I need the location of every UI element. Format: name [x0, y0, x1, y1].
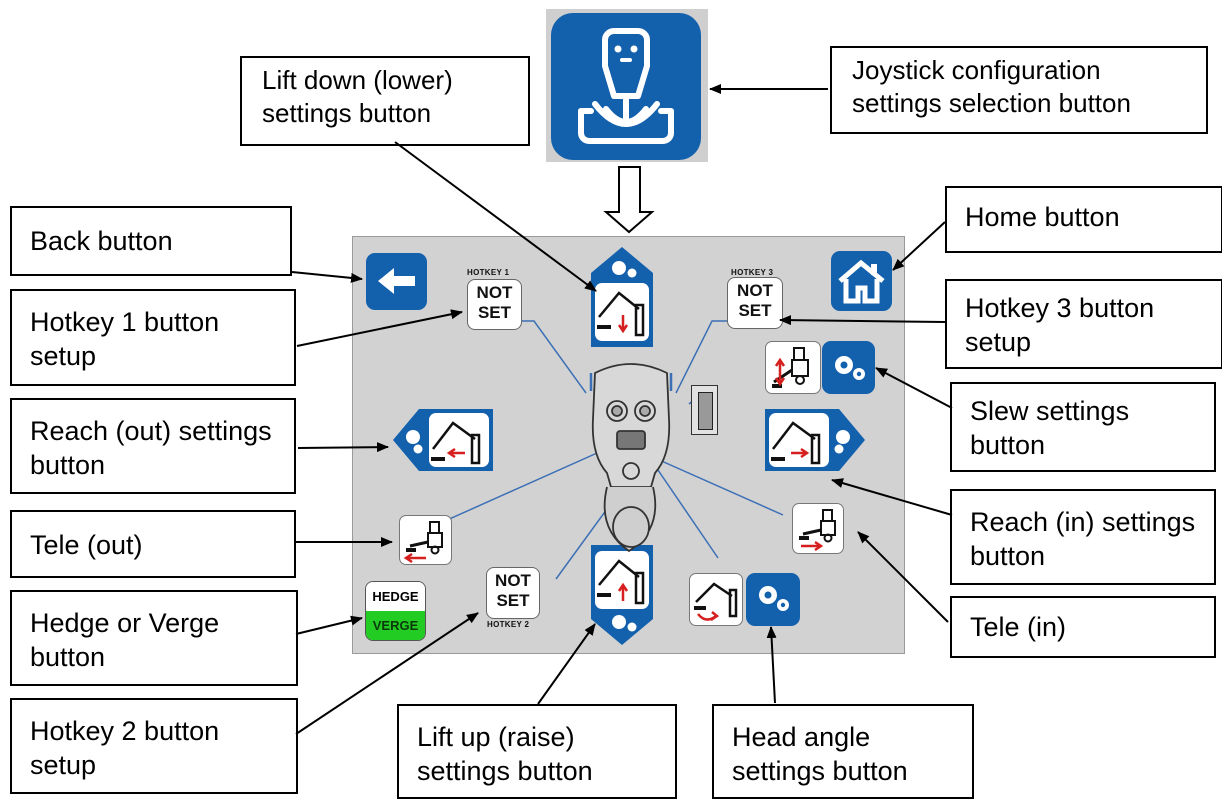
verge-label: VERGE — [366, 611, 425, 640]
head-angle-settings-button[interactable] — [746, 573, 800, 626]
hotkey2-label: HOTKEY 2 — [487, 620, 530, 629]
reach-out-button[interactable] — [391, 407, 495, 473]
callout-slew-text: Slew settings button — [970, 396, 1130, 460]
hotkey3-set: SET — [738, 301, 772, 320]
callout-back: Back button — [10, 206, 292, 276]
tele-in-button[interactable] — [792, 503, 844, 554]
hotkey3-button[interactable]: NOT SET — [727, 277, 783, 329]
lift-up-button[interactable] — [589, 543, 655, 647]
callout-hedge-verge: Hedge or Verge button — [10, 590, 298, 686]
callout-hotkey1-text: Hotkey 1 button setup — [30, 307, 220, 371]
flail-arm-icon — [431, 421, 481, 465]
joystick-grip-icon — [589, 363, 673, 553]
slew-icon-card — [765, 341, 821, 394]
gear-icon — [406, 430, 423, 454]
slew-settings-button[interactable] — [822, 341, 875, 394]
hotkey2-not: NOT — [495, 571, 531, 590]
callout-hotkey2-text: Hotkey 2 button setup — [30, 716, 220, 780]
joystick-config-button[interactable] — [546, 9, 708, 162]
callout-back-text: Back button — [30, 226, 173, 256]
callout-lift-down-text: Lift down (lower) settings button — [262, 65, 453, 128]
callout-reach-in: Reach (in) settings button — [950, 489, 1216, 585]
callout-tele-in-text: Tele (in) — [970, 612, 1067, 642]
gear-icon — [835, 356, 865, 380]
back-button[interactable] — [366, 253, 427, 310]
callout-joystick: Joystick configuration settings selectio… — [830, 46, 1208, 134]
flail-arm-icon — [597, 559, 645, 605]
callout-slew: Slew settings button — [950, 382, 1216, 472]
callout-hotkey2: Hotkey 2 button setup — [10, 698, 298, 794]
callout-joystick-text: Joystick configuration settings selectio… — [852, 55, 1131, 118]
lift-down-button[interactable] — [589, 245, 655, 349]
rocker-switch-icon — [691, 385, 718, 435]
controller-screen: HOTKEY 1 NOT SET HOTKEY 3 NOT SET NOT SE… — [352, 236, 905, 654]
callout-tele-out-text: Tele (out) — [30, 530, 143, 560]
callout-head-angle-text: Head angle settings button — [732, 722, 908, 786]
tractor-icon — [772, 347, 809, 388]
callout-hotkey1: Hotkey 1 button setup — [10, 289, 296, 386]
callout-home-text: Home button — [965, 202, 1120, 232]
callout-home: Home button — [945, 186, 1222, 253]
tractor-icon — [799, 509, 836, 552]
callout-lift-up-text: Lift up (raise) settings button — [417, 722, 593, 786]
hotkey1-set: SET — [477, 303, 512, 322]
hedge-verge-button[interactable]: HEDGE VERGE — [365, 581, 426, 641]
callout-hedge-verge-text: Hedge or Verge button — [30, 608, 220, 672]
gear-icon — [759, 586, 789, 611]
callout-lift-up: Lift up (raise) settings button — [397, 704, 677, 799]
gear-icon — [612, 261, 637, 278]
hotkey3-not: NOT — [737, 281, 773, 300]
hedge-label: HEDGE — [366, 582, 425, 611]
hollow-down-arrow — [603, 166, 655, 234]
callout-tele-in: Tele (in) — [950, 596, 1216, 658]
gear-icon — [612, 615, 637, 632]
hotkey1-button[interactable]: NOT SET — [467, 279, 522, 330]
hotkey1-not: NOT — [476, 283, 513, 302]
home-icon — [838, 259, 885, 304]
flail-arm-icon — [597, 291, 645, 337]
flail-arm-icon — [771, 421, 821, 465]
joystick-icon — [578, 28, 674, 144]
back-arrow-icon — [378, 268, 415, 294]
callout-head-angle: Head angle settings button — [712, 704, 974, 799]
callout-reach-in-text: Reach (in) settings button — [970, 507, 1196, 571]
hotkey3-label: HOTKEY 3 — [731, 268, 774, 277]
callout-hotkey3: Hotkey 3 button setup — [945, 279, 1222, 369]
callout-reach-out-text: Reach (out) settings button — [30, 416, 272, 480]
callout-reach-out: Reach (out) settings button — [10, 398, 296, 494]
tractor-icon — [403, 521, 443, 564]
callout-hotkey3-text: Hotkey 3 button setup — [965, 293, 1155, 357]
hotkey2-button[interactable]: NOT SET — [486, 567, 540, 619]
hotkey1-label: HOTKEY 1 — [467, 268, 510, 277]
callout-lift-down: Lift down (lower) settings button — [240, 56, 530, 146]
reach-in-button[interactable] — [763, 407, 867, 473]
callout-tele-out: Tele (out) — [10, 510, 296, 578]
home-button[interactable] — [831, 251, 892, 311]
head-angle-icon-card — [689, 573, 743, 626]
gear-icon — [834, 430, 850, 454]
flail-arm-icon — [694, 582, 738, 622]
tele-out-button[interactable] — [399, 515, 452, 565]
hotkey2-set: SET — [496, 591, 530, 610]
